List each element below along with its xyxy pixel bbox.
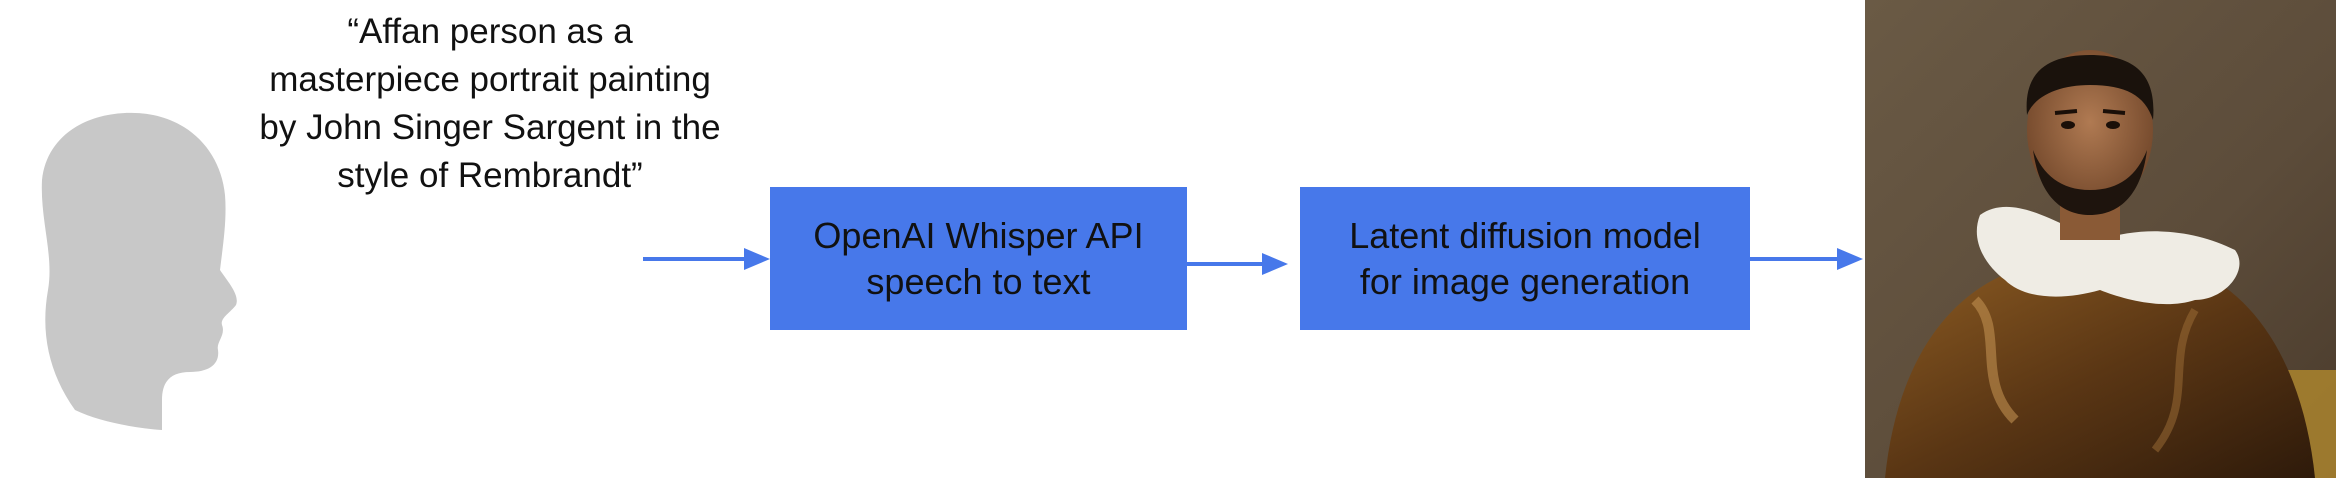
white-ruff-collar <box>1976 206 2240 305</box>
beard <box>2033 150 2147 215</box>
latent-diffusion-box: Latent diffusion model for image generat… <box>1300 187 1750 330</box>
generated-portrait-painting <box>1865 0 2336 478</box>
whisper-speech-to-text-box: OpenAI Whisper API speech to text <box>770 187 1187 330</box>
arrowhead-right-icon <box>744 248 770 270</box>
box-label-line: Latent diffusion model <box>1349 214 1701 256</box>
head-silhouette-shape <box>41 112 237 430</box>
box-label-line: speech to text <box>866 260 1091 302</box>
prompt-line: style of Rembrandt” <box>337 156 643 195</box>
hair <box>2026 55 2154 120</box>
box-label-line: for image generation <box>1359 260 1691 302</box>
prompt-line: “Affan person as a <box>347 12 633 51</box>
prompt-line: by John Singer Sargent in the <box>259 108 721 147</box>
arrowhead-right-icon <box>1837 248 1863 270</box>
arrowhead-right-icon <box>1262 253 1288 275</box>
face <box>2027 50 2153 210</box>
spoken-prompt-text: “Affan person as a masterpiece portrait … <box>230 8 750 200</box>
person-head-silhouette-icon <box>41 112 237 430</box>
box-label-line: OpenAI Whisper API <box>813 214 1144 256</box>
prompt-line: masterpiece portrait painting <box>269 60 711 99</box>
